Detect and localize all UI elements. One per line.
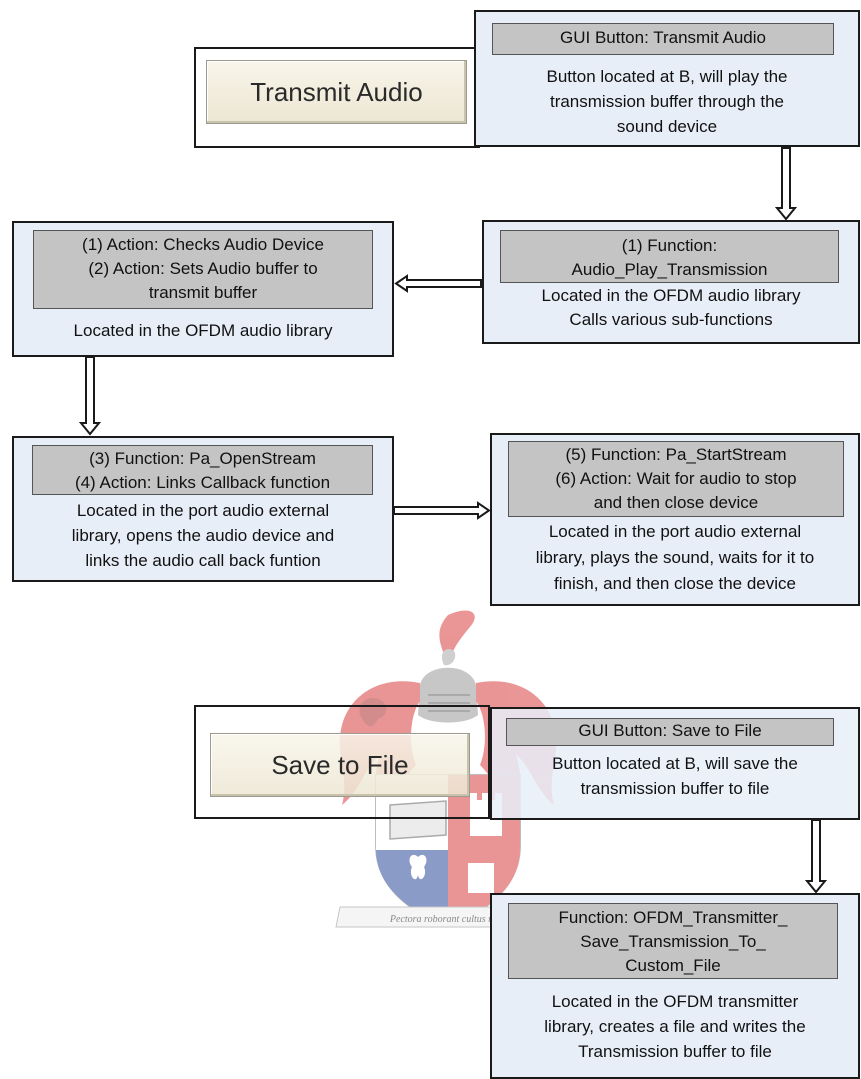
gui-transmit-box: GUI Button: Transmit Audio Button locate… bbox=[474, 10, 860, 147]
save-function-header: Function: OFDM_Transmitter_ Save_Transmi… bbox=[508, 903, 838, 979]
play-function-desc: Located in the OFDM audio library Calls … bbox=[541, 286, 801, 329]
save-function-box: Function: OFDM_Transmitter_ Save_Transmi… bbox=[490, 893, 860, 1079]
arrow-down-1 bbox=[774, 147, 798, 221]
play-function-header: (1) Function: Audio_Play_Transmission bbox=[500, 230, 839, 283]
arrow-left-1 bbox=[394, 274, 482, 293]
arrow-down-3 bbox=[804, 819, 828, 894]
arrow-down-2 bbox=[78, 356, 102, 436]
gui-save-desc: Button located at B, will save the trans… bbox=[552, 754, 798, 798]
check-device-box: (1) Action: Checks Audio Device (2) Acti… bbox=[12, 221, 394, 357]
open-stream-box: (3) Function: Pa_OpenStream (4) Action: … bbox=[12, 436, 394, 582]
transmit-audio-button[interactable]: Transmit Audio bbox=[206, 60, 467, 124]
save-to-file-button[interactable]: Save to File bbox=[210, 733, 470, 797]
gui-transmit-header: GUI Button: Transmit Audio bbox=[492, 23, 834, 55]
start-stream-header: (5) Function: Pa_StartStream (6) Action:… bbox=[508, 441, 844, 517]
open-stream-desc: Located in the port audio external libra… bbox=[71, 501, 335, 570]
save-function-desc: Located in the OFDM transmitter library,… bbox=[544, 992, 806, 1061]
check-device-header: (1) Action: Checks Audio Device (2) Acti… bbox=[33, 230, 373, 309]
arrow-right-1 bbox=[393, 501, 491, 520]
open-stream-header: (3) Function: Pa_OpenStream (4) Action: … bbox=[32, 445, 373, 495]
start-stream-desc: Located in the port audio external libra… bbox=[535, 522, 815, 593]
save-button-frame bbox=[194, 705, 490, 819]
play-function-box: (1) Function: Audio_Play_Transmission Lo… bbox=[482, 220, 860, 344]
gui-transmit-desc: Button located at B, will play the trans… bbox=[546, 67, 788, 136]
start-stream-box: (5) Function: Pa_StartStream (6) Action:… bbox=[490, 433, 860, 606]
crest-motto: Pectora roborant cultus recti bbox=[389, 914, 506, 925]
gui-save-box: GUI Button: Save to File Button located … bbox=[490, 707, 860, 820]
gui-save-header: GUI Button: Save to File bbox=[506, 718, 834, 746]
check-device-desc: Located in the OFDM audio library bbox=[73, 321, 333, 340]
